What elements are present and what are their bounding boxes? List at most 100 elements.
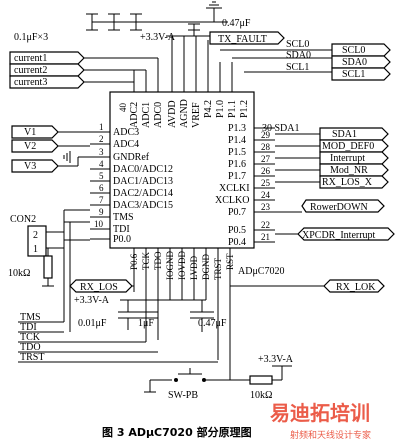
pin-num-29: 29 [261,130,271,140]
switch-contact-left [174,378,178,382]
top-supply-network [86,1,228,37]
pin-label-xclko: XCLKO [215,195,249,206]
pin-num-5: 5 [99,171,104,181]
jtag-tck: TCK [20,332,41,343]
xpcdr-tag [297,227,395,241]
sda0-tag [331,55,391,69]
rx-lok-label: RX_LOK [336,282,376,293]
pin-num-1: 1 [99,122,104,132]
pin-num-3: 3 [99,147,104,157]
vcc-label-top: +3.3V-A [140,32,176,43]
rx-lok-tag [323,279,385,293]
bottom-pin-trst: TRST [213,257,223,280]
pin-label-p17: P1.7 [228,171,246,182]
watermark-logo: 易迪拓培训 [270,401,370,425]
bottom-pin-iognd: IOGND [165,251,175,280]
pin-label-xclki: XCLKI [219,183,250,194]
res-10k-label-con2: 10kΩ [8,268,30,279]
pin-num-22: 22 [261,220,270,230]
interrupt-tag [319,151,389,165]
scl1-tag [331,67,391,81]
pin-label-dac0: DAC0/ADC12 [113,164,173,175]
scl1-net: SCL1 [286,62,309,73]
cap-label-0.47uf-bottom: 0.47μF [198,318,227,329]
pin-label-adc4: ADC4 [113,139,139,150]
scl0-tag [331,43,391,57]
bottom-pin-tdo: TDO [153,251,163,270]
scl1-tag-label: SCL1 [342,69,365,80]
resistor-10k-rst [249,375,273,385]
top-pin-adc0: ADC0 [153,102,164,128]
con2-connector [27,225,47,257]
pin-num-23: 23 [261,202,271,212]
switch-label: SW-PB [168,390,198,401]
pin-label-p04: P0.4 [228,237,246,248]
chip-bottom-pins: P0.6 TCK TDO IOGND IOVDD LVDD DGND TRST … [129,248,235,378]
bottom-pin-iovdd: IOVDD [177,251,187,280]
bottom-pin-dgnd: DGND [201,254,211,280]
sda0-tag-label: SDA0 [342,57,367,68]
pin-label-p07: P0.7 [228,207,246,218]
v3-label: V3 [24,161,36,172]
reset-circuit [144,365,292,393]
pin-label-p14: P1.4 [228,135,246,146]
tx-fault-label: TX_FAULT [218,34,267,45]
pin-num-10: 10 [94,219,104,229]
vcc-label-rst: +3.3V-A [258,354,294,365]
watermark-subtitle: 射频和天线设计专家 [290,429,371,441]
sda1-label: SDA1 [332,129,357,140]
power-down-label: RowerDOWN [310,202,368,213]
pin-num-27: 27 [261,154,271,164]
mod-nr-tag [319,163,389,177]
jtag-tms: TMS [20,312,41,323]
sda1-tag [319,127,389,141]
top-pin-vref: VREF [191,102,202,128]
pin-num-24: 24 [261,190,271,200]
mod-def0-label: MOD_DEF0 [322,141,374,152]
vcc-label-bottom: +3.3V-A [74,295,110,306]
chip-left-pins: 1 2 3 4 5 6 7 9 10 ADC3 ADC4 GNDRef DAC0… [90,122,173,245]
con2-label: CON2 [10,214,36,225]
sda1-net-label: 30 SDA1 [262,123,300,134]
rx-los-x-tag [319,175,389,189]
pin-num-9: 9 [99,207,104,217]
current1-label: current1 [14,53,47,64]
scl0-net: SCL0 [286,39,309,50]
chip-body [109,91,255,249]
pin-num-4: 4 [99,159,104,169]
rx-los-x-label: RX_LOS_X [322,177,373,188]
pin-label-p00: P0.0 [113,234,131,245]
pin-num-25: 25 [261,178,271,188]
pin-label-p05: P0.5 [228,225,246,236]
con2-pin1: 1 [33,244,38,255]
top-pin-p42: P4.2 [203,100,214,118]
cap-label-0.1uf-x3: 0.1μF×3 [14,32,48,43]
jtag-lines [18,209,218,363]
pin-label-p13: P1.3 [228,123,246,134]
sda0-net: SDA0 [286,50,311,61]
scl0-tag-label: SCL0 [342,45,365,56]
pin-label-p15: P1.5 [228,147,246,158]
bottom-pin-rst: RST [225,253,235,270]
bottom-pin-lvdd: LVDD [189,255,199,280]
v3-tag [11,159,59,173]
top-pin-adc2: ADC2 [129,102,140,128]
v2-label: V2 [24,141,36,152]
chip-name: ADμC7020 [238,266,284,277]
top-pin-p12: P1.2 [239,100,250,118]
pin-num-21: 21 [261,232,270,242]
figure-caption: 图 3 ADμC7020 部分原理图 [102,425,252,439]
current2-tag [9,63,85,77]
bottom-pin-tck: TCK [141,251,151,270]
pin-label-tdi: TDI [113,224,130,235]
tx-fault-tag [209,31,285,45]
chip-top-pins: 40 ADC2 ADC1 ADC0 AVDD AGND VREF P4.2 P1… [118,36,250,128]
top-pin-p10: P1.0 [215,100,226,118]
top-pin-num-40: 40 [118,103,128,113]
v1-tag [11,125,59,139]
pin-label-gndref: GNDRef [113,152,150,163]
bottom-pin-p06: P0.6 [129,253,139,270]
pin-label-dac2: DAC2/ADC14 [113,188,173,199]
cap-label-0.47uf-top: 0.47μF [222,18,251,29]
